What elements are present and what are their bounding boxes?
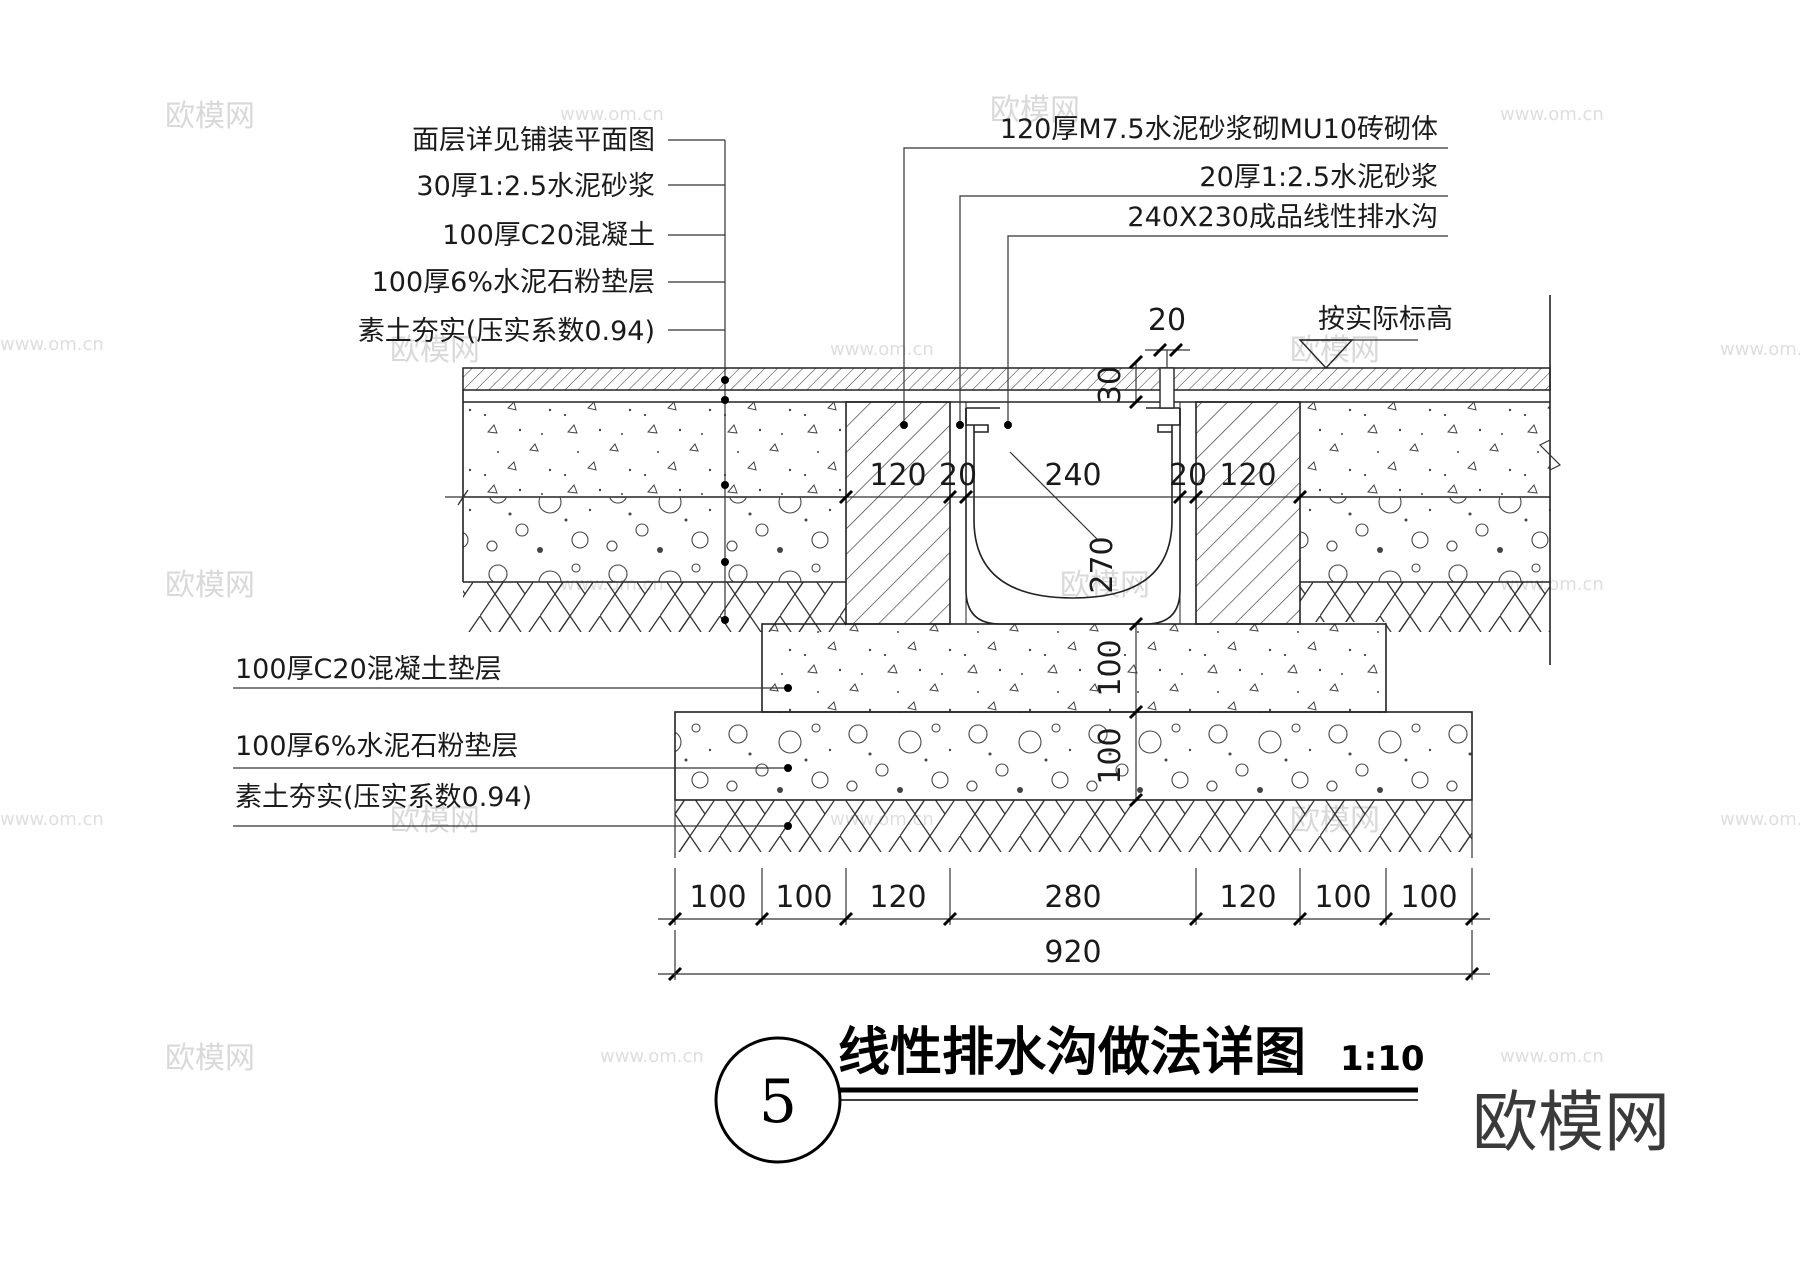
layer-labels-left: 面层详见铺装平面图 30厚1:2.5水泥砂浆 100厚C20混凝土 100厚6%… xyxy=(358,125,655,347)
label-base-concrete: 100厚C20混凝土垫层 xyxy=(235,654,502,685)
detail-number: 5 xyxy=(759,1067,797,1137)
brick-wall-right xyxy=(1195,401,1301,625)
dim-bottom: 100 xyxy=(775,880,832,915)
dim-bottom: 100 xyxy=(1314,880,1371,915)
watermark-site: www.om.cn xyxy=(0,809,104,830)
drawing-scale: 1:10 xyxy=(1340,1039,1425,1079)
layer-labels-right: 120厚M7.5水泥砂浆砌MU10砖砌体 20厚1:2.5水泥砂浆 240X23… xyxy=(1000,114,1453,335)
dim-100-upper: 100 xyxy=(1093,639,1128,696)
watermark-site: www.om.cn xyxy=(0,334,104,355)
drawing-title: 线性排水沟做法详图 xyxy=(838,1023,1306,1083)
dim-270: 270 xyxy=(1085,536,1120,593)
dim-20-top: 20 xyxy=(1148,303,1186,338)
dim-100-lower: 100 xyxy=(1093,727,1128,784)
dim-30: 30 xyxy=(1093,366,1128,404)
dim-bottom: 120 xyxy=(1219,880,1276,915)
watermark-site: www.om.cn xyxy=(1720,339,1800,360)
watermark-brand: 欧模网 xyxy=(165,1041,255,1076)
title-block: 5 线性排水沟做法详图 1:10 xyxy=(714,1023,1425,1164)
label-drain-channel: 240X230成品线性排水沟 xyxy=(1127,202,1438,233)
dim-120-left: 120 xyxy=(869,458,926,493)
watermark-site: www.om.cn xyxy=(1720,809,1800,830)
leader-lines xyxy=(233,139,1448,830)
brand-watermark: 欧模网 xyxy=(1472,1084,1670,1161)
watermark-brand: 欧模网 xyxy=(165,99,255,134)
label-base-soil: 素土夯实(压实系数0.94) xyxy=(235,782,532,813)
gravel-layer-right xyxy=(1300,497,1550,582)
label-concrete: 100厚C20混凝土 xyxy=(442,220,655,251)
soil-layer-right xyxy=(1385,582,1550,632)
watermark-brand: 欧模网 xyxy=(390,333,480,368)
inner-dimension-texts: 20 30 120 20 240 20 120 270 100 100 xyxy=(869,303,1276,785)
watermark-brand: 欧模网 xyxy=(165,568,255,603)
watermark-site: www.om.cn xyxy=(600,1046,704,1067)
dimension-lines xyxy=(658,342,1490,982)
dim-bottom: 120 xyxy=(869,880,926,915)
watermark-site: www.om.cn xyxy=(1500,104,1604,125)
base-labels: 100厚C20混凝土垫层 100厚6%水泥石粉垫层 素土夯实(压实系数0.94) xyxy=(235,654,532,813)
dim-120-right: 120 xyxy=(1219,458,1276,493)
dim-bottom: 100 xyxy=(689,880,746,915)
base-soil xyxy=(675,800,1472,852)
surface-layers xyxy=(445,295,1562,665)
base-gravel-slab xyxy=(674,711,1473,801)
watermark-brand: 欧模网 xyxy=(1290,333,1380,368)
label-brick-masonry: 120厚M7.5水泥砂浆砌MU10砖砌体 xyxy=(1000,114,1438,145)
label-base-stone-powder: 100厚6%水泥石粉垫层 xyxy=(235,731,518,762)
dim-bottom: 100 xyxy=(1400,880,1457,915)
gravel-layer-left xyxy=(463,497,846,582)
elevation-note: 按实际标高 xyxy=(1318,304,1453,335)
label-compacted-soil: 素土夯实(压实系数0.94) xyxy=(358,316,655,347)
concrete-layer-right xyxy=(1300,402,1550,497)
concrete-layer-left xyxy=(463,402,846,497)
dim-240: 240 xyxy=(1044,458,1101,493)
dim-20-left: 20 xyxy=(939,458,977,493)
watermark-site: www.om.cn xyxy=(1500,1046,1604,1067)
base-concrete-slab xyxy=(761,623,1387,713)
base-layers xyxy=(674,623,1473,858)
brick-wall-left xyxy=(845,401,951,625)
label-mortar-right: 20厚1:2.5水泥砂浆 xyxy=(1199,162,1438,193)
watermark-site: www.om.cn xyxy=(560,104,664,125)
watermark-site: www.om.cn xyxy=(830,339,934,360)
bottom-dimension-texts: 100 100 120 280 120 100 100 920 xyxy=(689,880,1457,970)
label-stone-powder: 100厚6%水泥石粉垫层 xyxy=(372,267,655,298)
brick-walls xyxy=(845,401,1301,625)
paving-layer xyxy=(462,367,1551,391)
watermark-brand: 欧模网 xyxy=(990,93,1080,128)
dim-20-right: 20 xyxy=(1169,458,1207,493)
watermark-brand: 欧模网 xyxy=(390,803,480,838)
dim-bottom: 280 xyxy=(1044,880,1101,915)
label-paving: 面层详见铺装平面图 xyxy=(412,125,655,156)
label-mortar: 30厚1:2.5水泥砂浆 xyxy=(416,171,655,202)
dim-total: 920 xyxy=(1044,935,1101,970)
